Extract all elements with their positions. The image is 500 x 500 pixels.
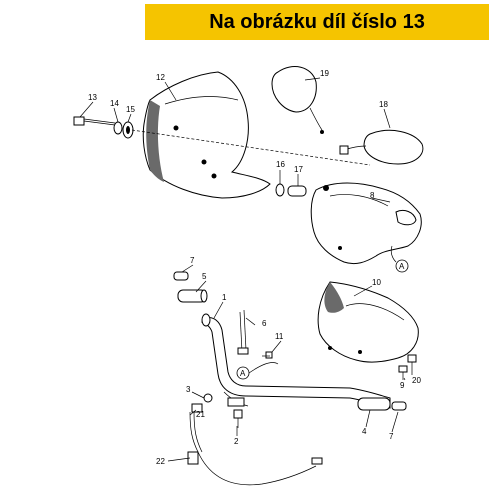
callout-17: 16 [276,160,285,169]
part-collar-18[interactable] [287,185,307,197]
callout-11: 11 [275,332,284,341]
part-handlebar-cover-upper[interactable] [310,182,422,265]
part-screw-12[interactable] [407,354,417,370]
part-grip-5[interactable] [177,289,208,303]
callout-5: 5 [202,272,207,281]
part-grip-end-7-bottom[interactable] [391,401,407,411]
callout-20: 19 [320,69,329,78]
callout-3: 3 [186,385,191,394]
callout-21: 22 [156,457,165,466]
callout-13: 12 [156,73,165,82]
part-washer-15[interactable] [113,121,123,135]
callout-10: 10 [372,278,381,287]
title-banner: Na obrázku díl číslo 13 [145,4,489,40]
callout-12: 20 [412,376,421,385]
part-washer-17[interactable] [275,183,285,197]
part-cable-21[interactable] [187,411,323,486]
part-strap-4[interactable] [237,309,249,355]
reference-mark-a-left: A [236,362,279,380]
part-grip-end-7-top[interactable] [173,271,189,281]
part-grommet-16[interactable] [122,121,134,139]
svg-text:A: A [240,369,246,378]
callout-19: 18 [379,100,388,109]
callout-4: 6 [262,319,267,328]
reference-mark-a-right: A [390,245,409,273]
page-title: Na obrázku díl číslo 13 [209,10,425,33]
part-grip-6[interactable] [357,397,391,411]
callout-22: 21 [196,410,205,419]
part-mirror-right[interactable] [339,129,424,165]
callout-15: 14 [110,99,119,108]
part-fitting-22[interactable] [191,403,203,413]
callout-6: 4 [362,427,367,436]
callout-18: 17 [294,165,303,174]
part-bolt-2[interactable] [233,409,243,428]
callout-9: 9 [400,381,405,390]
part-clamp-3[interactable] [203,393,213,403]
callout-2: 2 [234,437,239,446]
part-screw-11[interactable] [262,351,273,359]
part-mirror-left[interactable] [271,66,324,134]
callout-labels: 12 13 14 15 19 18 16 17 8 7 5 1 10 6 11 … [88,69,421,466]
callout-7-top: 7 [190,256,195,265]
callout-1: 1 [222,293,227,302]
part-screw-9[interactable] [398,365,408,380]
callout-8: 8 [370,191,375,200]
callout-14: 13 [88,93,97,102]
part-handlebar-cover-lower[interactable] [317,281,419,363]
part-bolt-14[interactable] [73,116,116,126]
callout-7-bottom: 7 [389,432,394,441]
callout-16: 15 [126,105,135,114]
part-windscreen[interactable] [142,71,271,199]
svg-text:A: A [399,262,405,271]
